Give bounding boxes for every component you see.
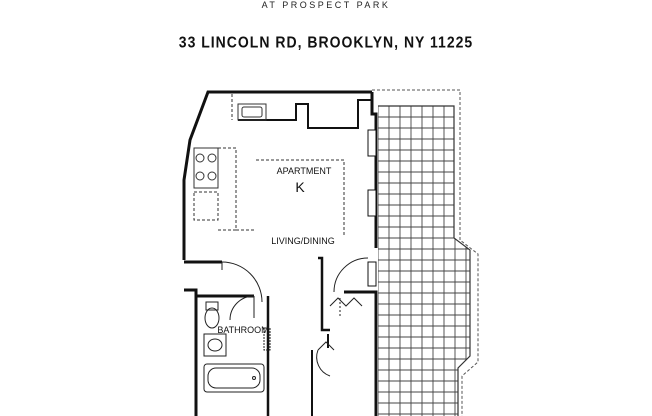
building-subtitle: AT PROSPECT PARK — [261, 0, 391, 10]
kitchen-sink — [237, 103, 267, 121]
terrace-door-swing — [333, 257, 369, 293]
bathtub — [203, 363, 265, 393]
terrace-outer-edge — [372, 89, 479, 416]
entry-door-swing — [221, 261, 263, 303]
building-address: 33 LINCOLN RD, BROOKLYN, NY 11225 — [178, 32, 474, 52]
vanity — [203, 333, 227, 357]
terrace-inner-edge — [378, 105, 471, 416]
kitchen — [193, 94, 345, 236]
apartment-label: APARTMENT — [277, 166, 332, 176]
stove — [193, 147, 219, 189]
toilet-tank — [205, 301, 219, 311]
terrace-tiles — [378, 106, 470, 416]
refrigerator — [193, 191, 219, 221]
sink-basin — [241, 106, 263, 118]
terrace — [372, 89, 479, 416]
windows — [367, 129, 377, 287]
walls — [182, 90, 378, 416]
living-dining-label: LIVING/DINING — [271, 236, 335, 246]
closet-bifold — [329, 297, 363, 307]
bathroom-fixtures — [203, 301, 271, 393]
bathroom-label: BATHROOM — [217, 325, 268, 335]
bathroom-door-swing — [229, 295, 255, 321]
apartment-letter: K — [295, 179, 305, 195]
toilet-bowl — [204, 307, 220, 329]
vanity-basin — [207, 338, 223, 352]
doors — [221, 257, 369, 377]
bathtub-basin — [207, 367, 261, 389]
